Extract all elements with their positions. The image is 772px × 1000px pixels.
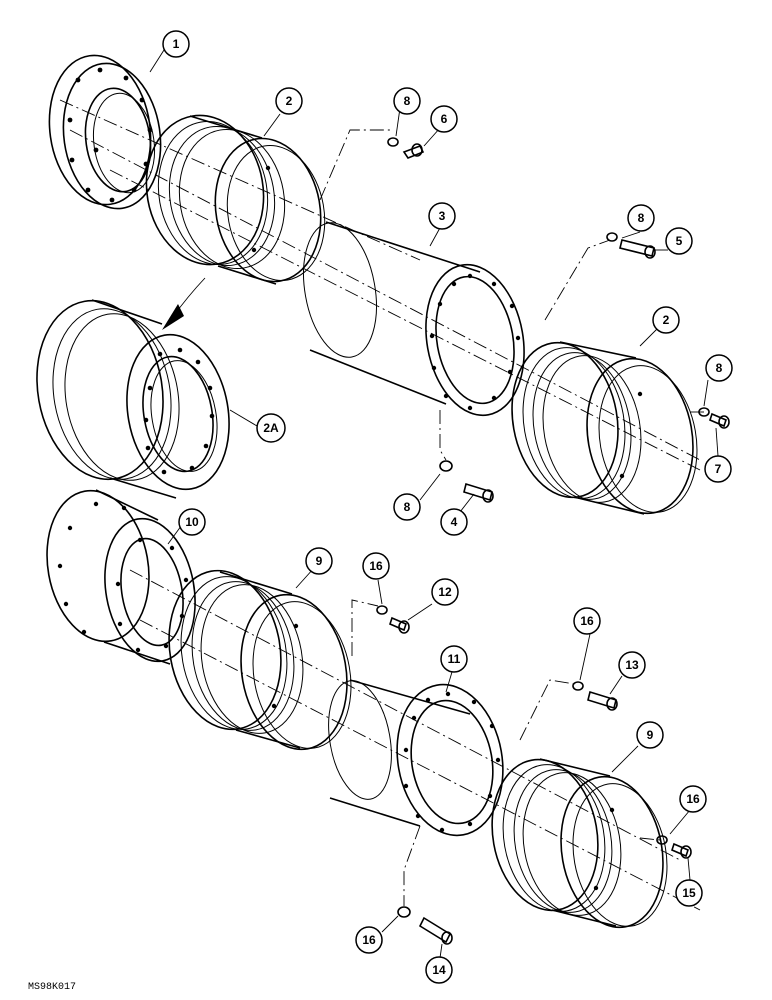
upper-assembly-lines bbox=[319, 129, 704, 461]
washer-16-upper-left bbox=[376, 605, 388, 615]
lower-assembly-lines bbox=[351, 599, 661, 906]
upper-center-lines bbox=[59, 99, 701, 471]
bolt-7 bbox=[709, 412, 730, 429]
spacer-tube-part-3 bbox=[303, 221, 525, 417]
callout-8-upper-left: 8 bbox=[393, 87, 421, 115]
washer-8-upper-left bbox=[387, 137, 399, 147]
hub-flange-part-1 bbox=[48, 54, 162, 210]
bolt-4 bbox=[463, 482, 494, 503]
callout-label-16-upper-right: 16 bbox=[580, 614, 594, 628]
callout-label-2-upper: 2 bbox=[286, 94, 293, 108]
callout-16-right: 16 bbox=[679, 785, 707, 813]
callout-label-12: 12 bbox=[438, 585, 452, 599]
rim-part-2A bbox=[36, 299, 230, 499]
callout-9-right: 9 bbox=[636, 721, 664, 749]
callout-15: 15 bbox=[675, 879, 703, 907]
washer-8-upper-right bbox=[606, 232, 618, 242]
callout-5: 5 bbox=[665, 227, 693, 255]
callout-leaders bbox=[149, 49, 719, 959]
callout-13: 13 bbox=[618, 651, 646, 679]
callout-1: 1 bbox=[162, 30, 190, 58]
callout-label-8-upper-right: 8 bbox=[638, 211, 645, 225]
bolt-13 bbox=[587, 690, 618, 711]
rim-part-2-lower-right bbox=[511, 341, 698, 515]
callout-2-right: 2 bbox=[652, 306, 680, 334]
callout-label-16-upper-left: 16 bbox=[369, 559, 383, 573]
rim-part-9-left bbox=[168, 569, 352, 751]
callout-label-6: 6 bbox=[441, 112, 448, 126]
alternate-part-arrow bbox=[162, 277, 206, 330]
callout-label-2A: 2A bbox=[263, 421, 279, 435]
callout-label-7: 7 bbox=[715, 462, 722, 476]
spacer-tube-part-11 bbox=[328, 679, 504, 837]
callout-label-8-right: 8 bbox=[716, 361, 723, 375]
callout-10: 10 bbox=[178, 508, 206, 536]
washer-8-lower bbox=[439, 460, 453, 472]
callout-label-13: 13 bbox=[625, 658, 639, 672]
callout-8-lower: 8 bbox=[393, 493, 421, 521]
callout-label-11: 11 bbox=[448, 652, 461, 666]
callout-3: 3 bbox=[428, 202, 456, 230]
callout-9-left: 9 bbox=[305, 547, 333, 575]
callout-4: 4 bbox=[440, 508, 468, 536]
callout-8-upper-right: 8 bbox=[627, 204, 655, 232]
callout-label-9-left: 9 bbox=[316, 554, 323, 568]
callout-label-8-lower: 8 bbox=[404, 500, 411, 514]
callout-label-16-lower: 16 bbox=[362, 933, 376, 947]
callout-11: 11 bbox=[440, 645, 468, 673]
callout-8-right: 8 bbox=[705, 354, 733, 382]
callout-7: 7 bbox=[704, 455, 732, 483]
callout-16-upper-right: 16 bbox=[573, 607, 601, 635]
bolt-6 bbox=[402, 143, 425, 159]
callout-label-9-right: 9 bbox=[647, 728, 654, 742]
callout-14: 14 bbox=[425, 956, 453, 984]
bolt-14 bbox=[418, 916, 453, 945]
washer-16-right bbox=[656, 835, 668, 845]
callout-label-16-right: 16 bbox=[686, 792, 700, 806]
callout-12: 12 bbox=[431, 578, 459, 606]
hub-drum-part-10 bbox=[46, 489, 196, 665]
callout-label-10: 10 bbox=[185, 515, 199, 529]
rim-part-2-upper bbox=[145, 114, 326, 285]
callout-label-2-right: 2 bbox=[663, 313, 670, 327]
callout-2-upper: 2 bbox=[275, 87, 303, 115]
callout-label-14: 14 bbox=[432, 963, 446, 977]
washer-16-lower bbox=[397, 906, 411, 918]
callout-label-4: 4 bbox=[451, 515, 458, 529]
callout-6: 6 bbox=[430, 105, 458, 133]
callout-label-1: 1 bbox=[173, 37, 180, 51]
bolt-12 bbox=[389, 616, 410, 634]
bolt-15 bbox=[671, 842, 692, 859]
callout-16-lower: 16 bbox=[355, 926, 383, 954]
figure-code: MS98K017 bbox=[28, 982, 76, 993]
callout-label-5: 5 bbox=[676, 234, 683, 248]
washer-16-upper-right bbox=[572, 681, 584, 691]
callout-2A: 2A bbox=[256, 413, 286, 443]
callout-label-3: 3 bbox=[439, 209, 446, 223]
callout-label-15: 15 bbox=[682, 886, 696, 900]
callout-label-8-upper-left: 8 bbox=[404, 94, 411, 108]
callout-16-upper-left: 16 bbox=[362, 552, 390, 580]
lower-center-lines bbox=[129, 569, 701, 911]
bolt-5 bbox=[619, 239, 656, 259]
